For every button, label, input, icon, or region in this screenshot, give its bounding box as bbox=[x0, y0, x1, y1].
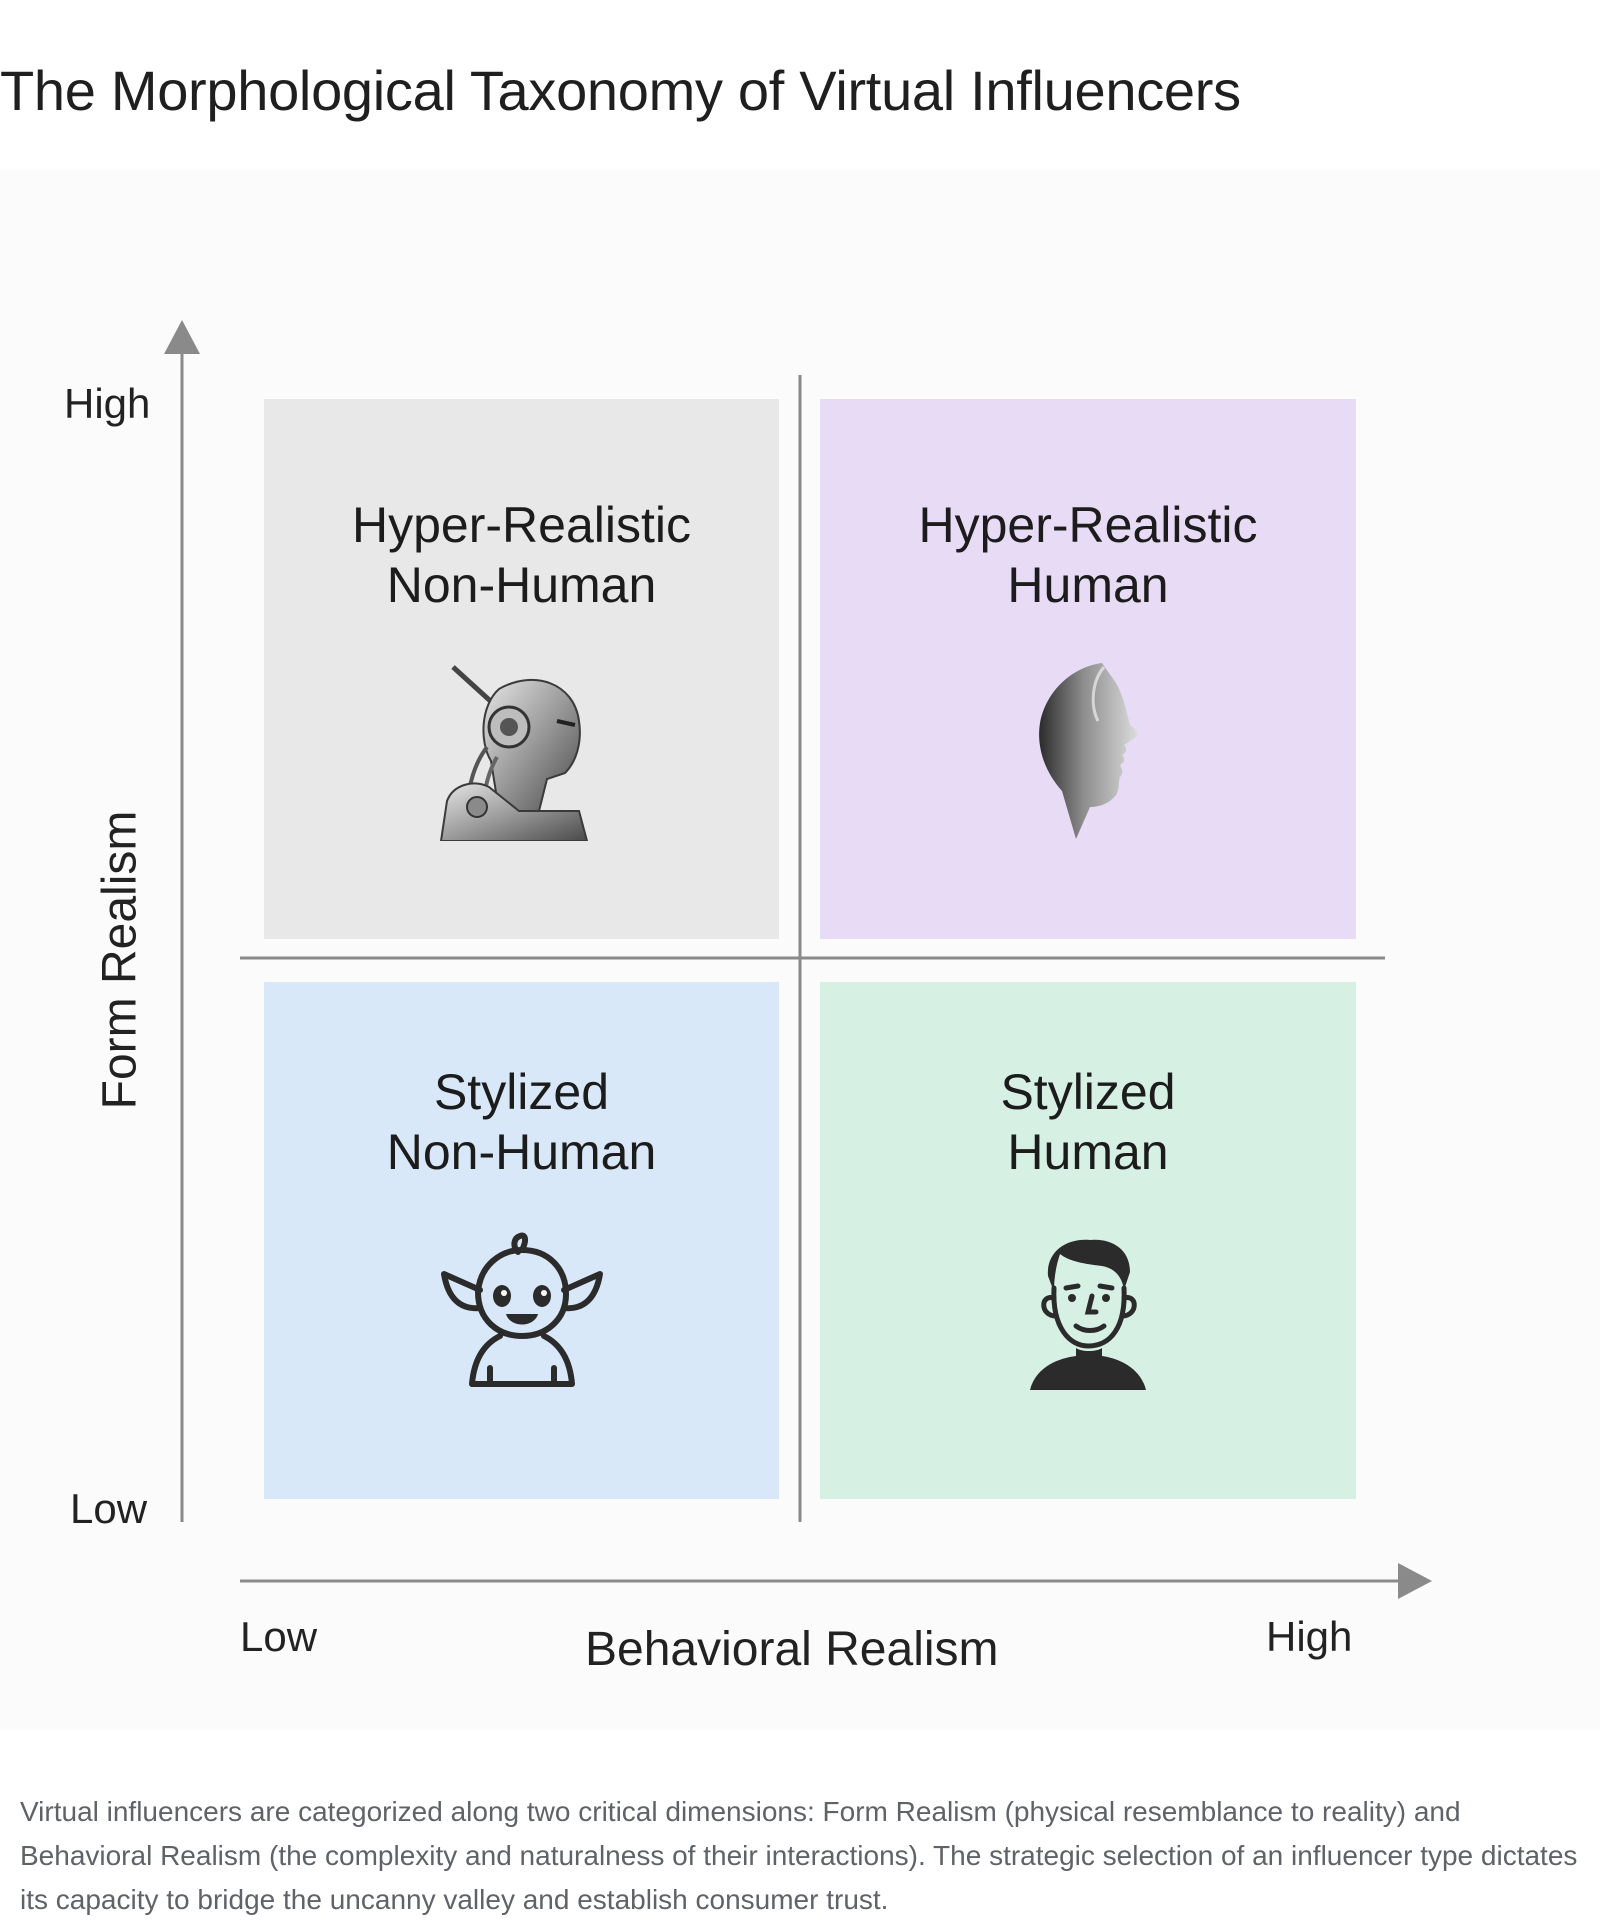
quadrant-stylized-human: Stylized Human bbox=[820, 982, 1356, 1499]
quadrant-label-line1: Hyper-Realistic bbox=[918, 497, 1258, 553]
figure-caption: Virtual influencers are categorized alon… bbox=[20, 1796, 1578, 1915]
quadrant-label-line1: Stylized bbox=[1000, 1064, 1176, 1120]
quadrant-label: Hyper-Realistic Non-Human bbox=[264, 495, 779, 615]
quadrant-label-line2: Non-Human bbox=[386, 1124, 657, 1180]
y-axis-title: Form Realism bbox=[93, 810, 147, 1110]
page-title: The Morphological Taxonomy of Virtual In… bbox=[0, 59, 1241, 122]
x-axis-title: Behavioral Realism bbox=[585, 1623, 999, 1676]
y-axis-arrow bbox=[164, 320, 200, 354]
y-axis-low-label: Low bbox=[70, 1485, 148, 1532]
x-axis-arrow bbox=[1398, 1563, 1432, 1599]
quadrant-label-line1: Hyper-Realistic bbox=[352, 497, 691, 553]
y-axis-high-label: High bbox=[64, 380, 151, 427]
quadrant-hyper-realistic-human: Hyper-Realistic Human bbox=[820, 399, 1356, 939]
quadrant-label: Stylized Human bbox=[820, 1062, 1356, 1182]
quadrant-label: Hyper-Realistic Human bbox=[820, 495, 1356, 615]
axes-layer bbox=[164, 320, 1432, 1599]
robot-icon bbox=[439, 665, 589, 841]
quadrant-label-line2: Non-Human bbox=[386, 557, 657, 613]
cartoon-person-icon bbox=[1030, 1239, 1146, 1390]
quadrant-label-line1: Stylized bbox=[433, 1064, 610, 1120]
human-profile-icon bbox=[1039, 663, 1138, 839]
quadrant-label: Stylized Non-Human bbox=[264, 1062, 779, 1182]
creature-icon bbox=[441, 1232, 603, 1387]
x-axis-high-label: High bbox=[1266, 1613, 1353, 1660]
taxonomy-diagram: High Low Form Realism Low High Behaviora… bbox=[0, 170, 1600, 1730]
quadrant-stylized-non-human: Stylized Non-Human bbox=[264, 982, 779, 1499]
quadrant-label-line2: Human bbox=[1007, 557, 1169, 613]
x-axis-low-label: Low bbox=[240, 1613, 318, 1660]
quadrant-hyper-realistic-non-human: Hyper-Realistic Non-Human bbox=[264, 399, 779, 939]
quadrant-label-line2: Human bbox=[1007, 1124, 1169, 1180]
